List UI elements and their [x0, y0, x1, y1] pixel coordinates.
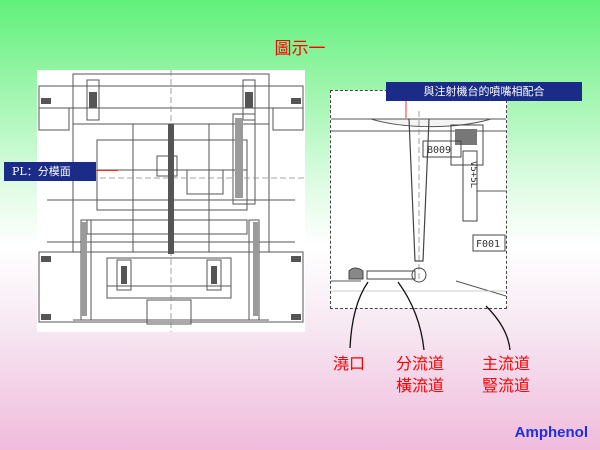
sprue-pointer [485, 305, 511, 351]
mold-assembly-svg [37, 70, 305, 332]
mold-assembly-drawing [37, 70, 305, 332]
term-sprue-2: 豎流道 [482, 376, 531, 395]
sprue-runner-detail-view: B009 V5+5L F001 [330, 90, 507, 309]
mark-f001: F001 [476, 239, 500, 250]
term-gate: 澆口 [333, 354, 366, 373]
nozzle-label: 與注射機台的噴嘴相配合 [386, 82, 582, 101]
term-runner-2: 橫流道 [396, 376, 445, 395]
parting-line-label: PL：分模面 [4, 162, 96, 181]
mark-v5-5l: V5+5L [468, 161, 478, 188]
term-runner-1: 分流道 [396, 354, 445, 373]
parting-line-pointer [96, 170, 118, 171]
brand-logo: Amphenol [514, 424, 588, 441]
term-sprue-1: 主流道 [482, 354, 531, 373]
mark-b009: B009 [427, 145, 451, 156]
detail-svg: B009 V5+5L F001 [331, 111, 506, 297]
slide-title: 圖示一 [274, 39, 326, 59]
